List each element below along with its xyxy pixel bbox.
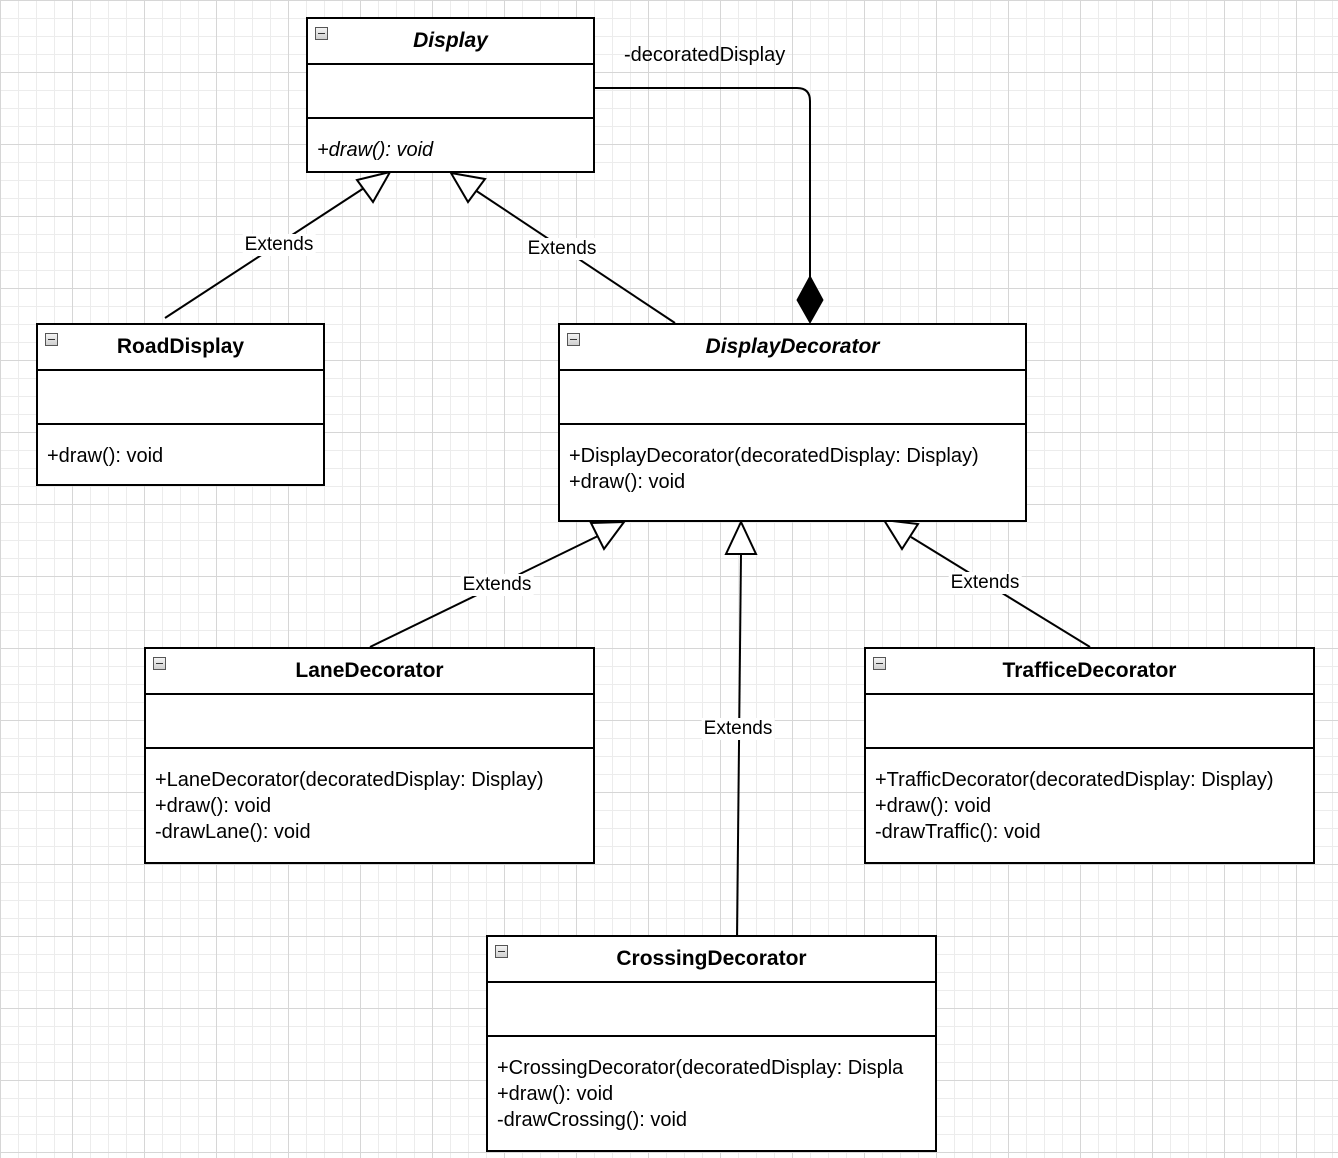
collapse-icon[interactable]	[315, 27, 328, 40]
collapse-icon[interactable]	[495, 945, 508, 958]
class-display-decorator[interactable]: DisplayDecorator +DisplayDecorator(decor…	[558, 323, 1027, 522]
class-display[interactable]: Display +draw(): void	[306, 17, 595, 173]
operation: -drawCrossing(): void	[497, 1109, 688, 1131]
operations-compartment: +draw(): void	[308, 119, 593, 171]
class-name: CrossingDecorator	[616, 947, 807, 970]
class-lane-decorator[interactable]: LaneDecorator +LaneDecorator(decoratedDi…	[144, 647, 595, 864]
operations-compartment: +TrafficDecorator(decoratedDisplay: Disp…	[866, 749, 1313, 862]
collapse-icon[interactable]	[567, 333, 580, 346]
attributes-compartment	[38, 371, 323, 425]
operation: +draw(): void	[155, 795, 272, 817]
collapse-icon[interactable]	[45, 333, 58, 346]
collapse-icon[interactable]	[153, 657, 166, 670]
operation: -drawTraffic(): void	[875, 821, 1041, 843]
class-crossing-decorator[interactable]: CrossingDecorator +CrossingDecorator(dec…	[486, 935, 937, 1152]
class-header: Display	[308, 19, 593, 65]
class-header: DisplayDecorator	[560, 325, 1025, 371]
extends-label-crossing-decorator: Extends	[701, 718, 775, 740]
operations-compartment: +LaneDecorator(decoratedDisplay: Display…	[146, 749, 593, 862]
composition-line[interactable]	[595, 87, 811, 282]
class-header: LaneDecorator	[146, 649, 593, 695]
generalization-arrowhead-traffic-decorator	[882, 518, 920, 551]
operations-compartment: +CrossingDecorator(decoratedDisplay: Dis…	[488, 1037, 935, 1150]
class-header: RoadDisplay	[38, 325, 323, 371]
operation: +DisplayDecorator(decoratedDisplay: Disp…	[569, 445, 979, 467]
extends-label-lane-decorator: Extends	[460, 574, 534, 596]
class-header: TrafficeDecorator	[866, 649, 1313, 695]
composition-diamond	[796, 274, 824, 325]
composition-role-label: -decoratedDisplay	[624, 44, 786, 66]
operation: +draw(): void	[47, 445, 164, 467]
operation: +draw(): void	[497, 1083, 614, 1105]
operation: +draw(): void	[569, 471, 686, 493]
generalization-line-crossing-decorator[interactable]	[736, 552, 742, 938]
operations-compartment: +draw(): void	[38, 425, 323, 484]
operation: +LaneDecorator(decoratedDisplay: Display…	[155, 769, 544, 791]
attributes-compartment	[866, 695, 1313, 749]
generalization-arrowhead-lane-decorator	[589, 520, 627, 551]
class-header: CrossingDecorator	[488, 937, 935, 983]
operations-compartment: +DisplayDecorator(decoratedDisplay: Disp…	[560, 425, 1025, 520]
generalization-arrowhead-road-display	[355, 170, 393, 204]
attributes-compartment	[308, 65, 593, 119]
collapse-icon[interactable]	[873, 657, 886, 670]
extends-label-traffic-decorator: Extends	[948, 572, 1022, 594]
generalization-arrowhead-crossing-decorator	[724, 519, 758, 555]
extends-label-display-decorator: Extends	[525, 238, 599, 260]
attributes-compartment	[146, 695, 593, 749]
class-name: TrafficeDecorator	[1002, 659, 1177, 682]
operation: +TrafficDecorator(decoratedDisplay: Disp…	[875, 769, 1274, 791]
attributes-compartment	[560, 371, 1025, 425]
operation: +draw(): void	[875, 795, 992, 817]
class-name: DisplayDecorator	[705, 335, 880, 358]
generalization-arrowhead-display-decorator	[449, 171, 487, 204]
class-name: LaneDecorator	[295, 659, 444, 682]
attributes-compartment	[488, 983, 935, 1037]
extends-label-road-display: Extends	[242, 234, 316, 256]
class-road-display[interactable]: RoadDisplay +draw(): void	[36, 323, 325, 486]
class-name: Display	[413, 29, 488, 52]
class-traffice-decorator[interactable]: TrafficeDecorator +TrafficDecorator(deco…	[864, 647, 1315, 864]
operation: +draw(): void	[317, 139, 434, 161]
operation: -drawLane(): void	[155, 821, 311, 843]
class-name: RoadDisplay	[116, 335, 245, 358]
operation: +CrossingDecorator(decoratedDisplay: Dis…	[497, 1057, 904, 1079]
